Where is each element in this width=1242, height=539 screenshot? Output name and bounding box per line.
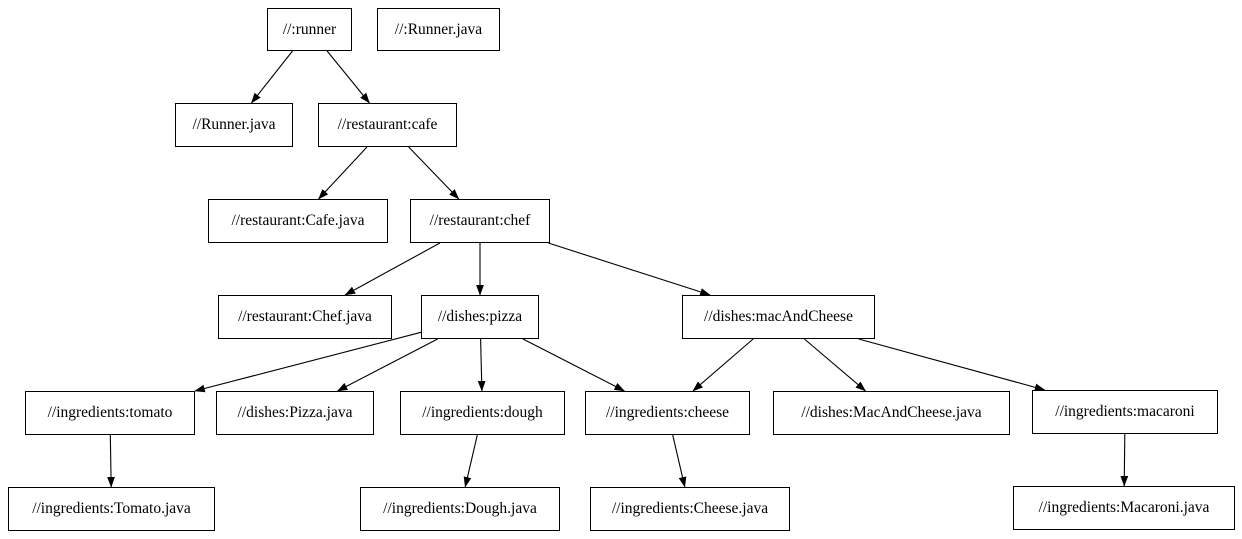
graph-node-runner-java-root: //:Runner.java [377,8,500,51]
graph-node-macaroni-java: //ingredients:Macaroni.java [1013,486,1235,530]
graph-node-tomato: //ingredients:tomato [25,391,195,435]
graph-node-tomato-java: //ingredients:Tomato.java [8,487,215,531]
graph-node-pizza-java: //dishes:Pizza.java [216,391,374,435]
graph-node-chef-java: //restaurant:Chef.java [218,295,392,339]
graph-node-macaroni: //ingredients:macaroni [1032,390,1218,434]
graph-node-mac-and-cheese: //dishes:macAndCheese [682,295,875,339]
graph-node-runner: //:runner [267,8,352,51]
graph-node-runner-java: //Runner.java [175,103,293,147]
graph-node-cafe-java: //restaurant:Cafe.java [208,199,388,243]
graph-node-mac-and-cheese-java: //dishes:MacAndCheese.java [773,391,1010,435]
graph-node-cafe: //restaurant:cafe [318,103,457,147]
graph-node-dough-java: //ingredients:Dough.java [360,487,560,531]
graph-node-pizza: //dishes:pizza [421,295,539,339]
graph-node-chef: //restaurant:chef [410,199,550,243]
graph-node-cheese-java: //ingredients:Cheese.java [590,487,790,531]
graph-node-cheese: //ingredients:cheese [585,391,750,435]
graph-node-dough: //ingredients:dough [400,391,565,435]
